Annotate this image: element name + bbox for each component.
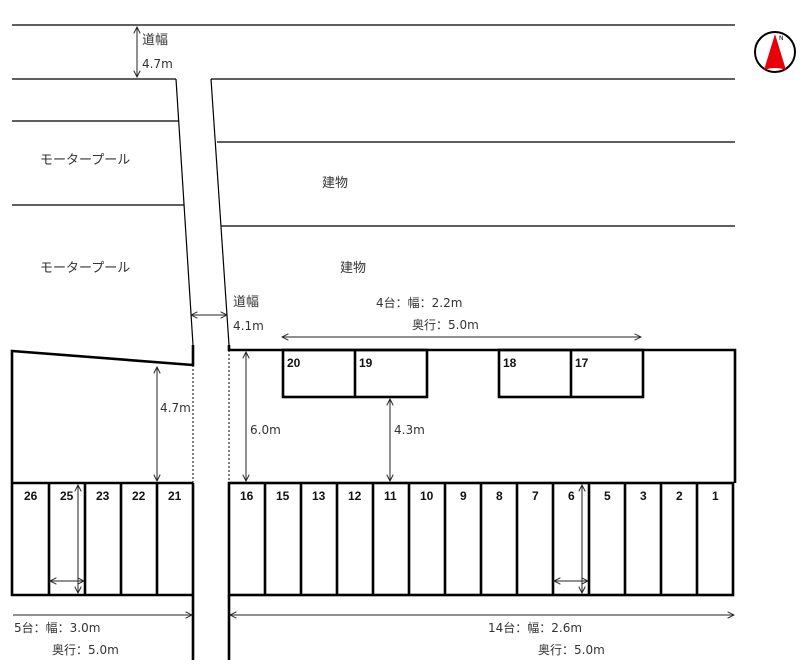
middle-road xyxy=(175,78,230,346)
stall-5: 5 xyxy=(604,489,611,503)
top-road xyxy=(12,24,735,80)
stall-17: 17 xyxy=(575,356,589,370)
top-row-depth-spec: 奥行：5.0m xyxy=(412,318,479,332)
left-parking-lot xyxy=(10,345,195,660)
motor-pool-dividers xyxy=(12,120,184,206)
stall-15: 15 xyxy=(276,489,290,503)
left-row-depth-spec: 奥行：5.0m xyxy=(52,643,119,657)
right-parking-lot xyxy=(227,345,737,660)
stall-3: 3 xyxy=(640,489,647,503)
stall-6: 6 xyxy=(568,489,575,503)
stall-18: 18 xyxy=(503,356,517,370)
stall-20: 20 xyxy=(287,356,301,370)
aisle-gap-label: 4.3m xyxy=(394,423,425,437)
stall-13: 13 xyxy=(312,489,326,503)
building-label-2: 建物 xyxy=(340,261,367,276)
stall-16: 16 xyxy=(240,489,254,503)
stall-26: 26 xyxy=(24,489,38,503)
right-lot-depth-label: 6.0m xyxy=(250,423,281,437)
right-row-count-spec: 14台：幅：2.6m xyxy=(488,621,583,635)
stall-10: 10 xyxy=(420,489,434,503)
stall-19: 19 xyxy=(359,356,373,370)
stall-11: 11 xyxy=(384,489,397,503)
motor-pool-label-2: モータープール xyxy=(40,261,131,276)
stall-2: 2 xyxy=(676,489,683,503)
middle-road-width: 4.1m xyxy=(233,319,264,333)
middle-road-label: 道幅 xyxy=(233,295,260,310)
stall-8: 8 xyxy=(496,489,503,503)
stall-12: 12 xyxy=(348,489,362,503)
top-road-label: 道幅 xyxy=(142,33,169,48)
building-label-1: 建物 xyxy=(322,176,349,191)
stall-22: 22 xyxy=(132,489,146,503)
motor-pool-label-1: モータープール xyxy=(40,153,131,168)
right-row-depth-spec: 奥行：5.0m xyxy=(538,643,605,657)
left-row-count-spec: 5台：幅：3.0m xyxy=(14,621,101,635)
stall-9: 9 xyxy=(460,489,467,503)
top-row-count-spec: 4台：幅：2.2m xyxy=(376,296,463,310)
svg-text:N: N xyxy=(779,35,784,42)
stall-25: 25 xyxy=(60,489,74,503)
stall-23: 23 xyxy=(96,489,110,503)
building-dividers xyxy=(217,141,735,227)
stall-1: 1 xyxy=(712,489,719,503)
stall-7: 7 xyxy=(532,489,539,503)
left-lot-depth-label: 4.7m xyxy=(160,401,191,415)
top-road-width: 4.7m xyxy=(142,57,173,71)
stall-21: 21 xyxy=(168,489,182,503)
north-compass-icon: N xyxy=(754,31,796,73)
